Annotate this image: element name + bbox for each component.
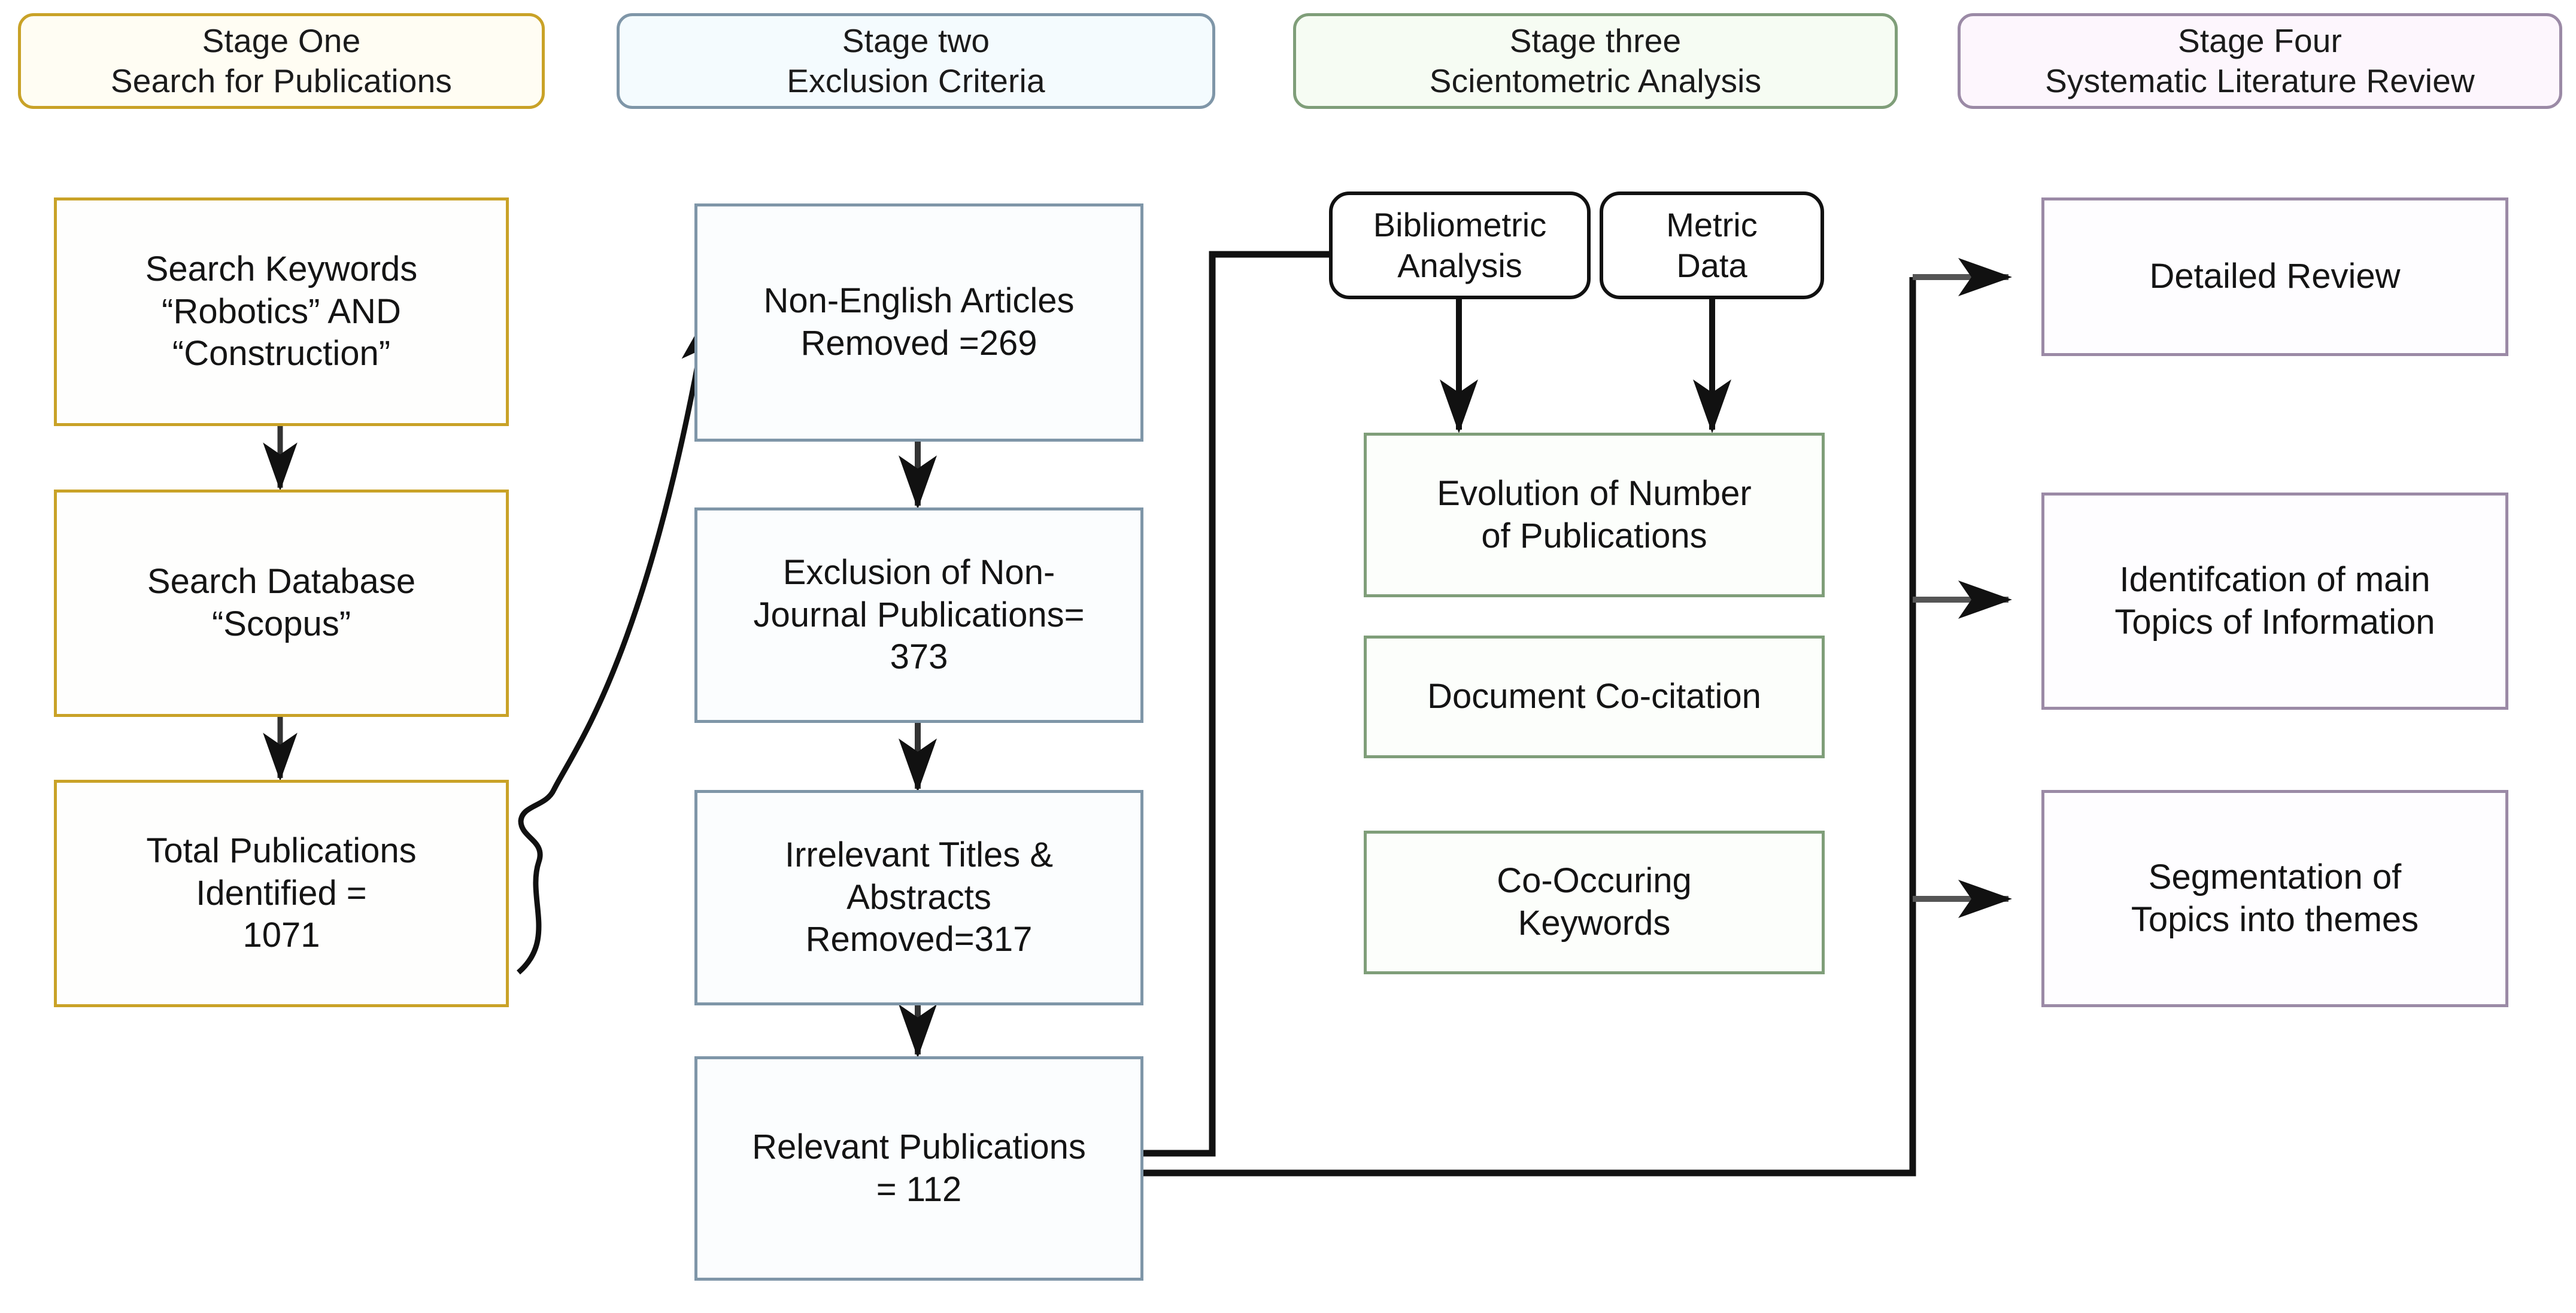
relevant-line1: Relevant Publications xyxy=(752,1127,1086,1166)
search-keywords-line1: Search Keywords xyxy=(145,249,418,288)
non-journal-line2: Journal Publications= xyxy=(753,595,1085,634)
stage-header-one: Stage One Search for Publications xyxy=(18,13,545,109)
node-detailed-review[interactable]: Detailed Review xyxy=(2041,197,2508,356)
arrow-total-to-nonenglish xyxy=(517,314,716,975)
stage-three-title-line2: Scientometric Analysis xyxy=(1429,62,1762,99)
node-search-database[interactable]: Search Database “Scopus” xyxy=(54,490,509,717)
evolution-line2: of Publications xyxy=(1481,516,1707,555)
node-total-publications[interactable]: Total Publications Identified = 1071 xyxy=(54,780,509,1007)
segmentation-line2: Topics into themes xyxy=(2131,899,2419,939)
stage-one-title-line1: Stage One xyxy=(202,22,361,59)
metric-data-line2: Data xyxy=(1676,247,1747,284)
stage-one-title-line2: Search for Publications xyxy=(110,62,453,99)
stage-two-title-line2: Exclusion Criteria xyxy=(787,62,1045,99)
search-database-line1: Search Database xyxy=(147,562,416,601)
identification-line1: Identifcation of main xyxy=(2119,560,2431,599)
non-english-line1: Non-English Articles xyxy=(763,281,1075,321)
node-cooccuring-keywords[interactable]: Co-Occuring Keywords xyxy=(1364,831,1825,974)
node-bibliometric-analysis[interactable]: Bibliometric Analysis xyxy=(1329,192,1591,299)
stage-header-three: Stage three Scientometric Analysis xyxy=(1293,13,1898,109)
segmentation-line1: Segmentation of xyxy=(2148,857,2402,896)
node-non-journal-publications[interactable]: Exclusion of Non- Journal Publications= … xyxy=(694,507,1143,723)
node-non-english-articles[interactable]: Non-English Articles Removed =269 xyxy=(694,203,1143,442)
bibliometric-analysis-line2: Analysis xyxy=(1397,247,1522,284)
node-relevant-publications[interactable]: Relevant Publications = 112 xyxy=(694,1056,1143,1281)
node-irrelevant-titles-abstracts[interactable]: Irrelevant Titles & Abstracts Removed=31… xyxy=(694,790,1143,1005)
identification-line2: Topics of Information xyxy=(2114,602,2435,642)
node-evolution-of-publications[interactable]: Evolution of Number of Publications xyxy=(1364,433,1825,597)
detailed-review-line1: Detailed Review xyxy=(2149,257,2401,296)
stage-three-title-line1: Stage three xyxy=(1509,22,1682,59)
non-journal-line1: Exclusion of Non- xyxy=(782,552,1055,592)
search-database-line2: “Scopus” xyxy=(211,604,351,643)
total-publications-line2: Identified = xyxy=(196,873,367,913)
node-identification-of-topics[interactable]: Identifcation of main Topics of Informat… xyxy=(2041,493,2508,710)
node-document-cocitation[interactable]: Document Co-citation xyxy=(1364,636,1825,758)
stage-header-two: Stage two Exclusion Criteria xyxy=(617,13,1215,109)
node-search-keywords[interactable]: Search Keywords “Robotics” AND “Construc… xyxy=(54,197,509,426)
stage-header-four: Stage Four Systematic Literature Review xyxy=(1958,13,2562,109)
search-keywords-line3: “Construction” xyxy=(172,334,391,373)
non-english-line2: Removed =269 xyxy=(800,324,1037,363)
relevant-line2: = 112 xyxy=(876,1169,962,1209)
irrelevant-line1: Irrelevant Titles & xyxy=(784,835,1054,874)
keywords-line1: Co-Occuring xyxy=(1497,861,1692,901)
search-keywords-line2: “Robotics” AND xyxy=(162,291,401,331)
stage-two-title-line1: Stage two xyxy=(842,22,990,59)
node-segmentation-of-topics[interactable]: Segmentation of Topics into themes xyxy=(2041,790,2508,1007)
node-metric-data[interactable]: Metric Data xyxy=(1600,192,1824,299)
keywords-line2: Keywords xyxy=(1518,904,1671,943)
irrelevant-line3: Removed=317 xyxy=(805,920,1033,959)
total-publications-line1: Total Publications xyxy=(146,831,417,870)
stage-four-title-line2: Systematic Literature Review xyxy=(2045,62,2475,99)
bibliometric-analysis-line1: Bibliometric xyxy=(1373,205,1547,244)
metric-data-line1: Metric xyxy=(1666,205,1758,244)
non-journal-line3: 373 xyxy=(890,637,948,677)
total-publications-line3: 1071 xyxy=(242,916,320,955)
stage-four-title-line1: Stage Four xyxy=(2177,22,2343,59)
cocitation-line1: Document Co-citation xyxy=(1427,677,1761,716)
irrelevant-line2: Abstracts xyxy=(846,877,991,917)
evolution-line1: Evolution of Number xyxy=(1437,473,1752,513)
